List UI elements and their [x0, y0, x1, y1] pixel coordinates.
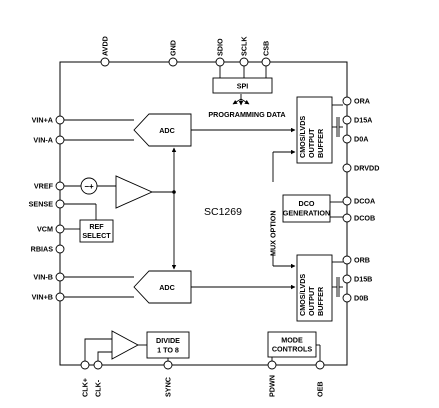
- pin-label-dcob: DCOB: [354, 214, 375, 223]
- pin-label-vref: VREF: [34, 182, 54, 191]
- pin-drvdd: [342, 163, 352, 173]
- chip-name: SC1269: [204, 206, 242, 218]
- ref-select-line2: SELECT: [82, 231, 111, 240]
- pin-label-dcoa: DCOA: [354, 197, 375, 206]
- pin-clk-plus: [80, 360, 90, 370]
- output-buffer-a-line3: BUFFER: [316, 128, 325, 158]
- ref-select-line1: REF: [89, 222, 104, 231]
- pin-label-clk-minus: CLK-: [94, 379, 103, 397]
- pin-label-d0b: D0B: [354, 294, 368, 303]
- pin-pdwn: [267, 360, 277, 370]
- pin-vin-minus-b: [55, 272, 65, 282]
- dco-line2: GENERATION: [283, 209, 330, 218]
- spi-label: SPI: [237, 82, 249, 91]
- pin-label-gnd: GND: [169, 40, 178, 56]
- pin-vin-plus-a: [55, 115, 65, 125]
- programming-data-label: PROGRAMMING DATA: [208, 110, 285, 119]
- mode-line1: MODE: [281, 336, 303, 345]
- bottom-pins: CLK+ CLK- SYNC PDWN OEB: [80, 360, 325, 397]
- pin-label-csb: CSB: [262, 41, 271, 56]
- pin-gnd: [168, 57, 178, 67]
- dco-line1: DCO: [299, 199, 315, 208]
- pin-label-sense: SENSE: [29, 200, 54, 209]
- pin-csb: [261, 57, 271, 67]
- pin-label-pdwn: PDWN: [268, 375, 277, 397]
- pin-label-vin-minus-b: VIN-B: [33, 273, 53, 282]
- ref-buffer-amplifier: [115, 175, 154, 209]
- divide-line2: 1 TO 8: [157, 346, 179, 355]
- pin-d15b: [342, 274, 352, 284]
- output-buffer-b: CMOS/LVDS OUTPUT BUFFER: [296, 254, 333, 322]
- pin-label-sync: SYNC: [164, 377, 173, 397]
- pin-avdd: [100, 57, 110, 67]
- pin-label-avdd: AVDD: [101, 36, 110, 56]
- pin-d0b: [342, 293, 352, 303]
- pin-vcm: [55, 224, 65, 234]
- divide-line1: DIVIDE: [156, 336, 180, 345]
- pin-label-sclk: SCLK: [240, 36, 249, 56]
- pin-clk-minus: [93, 360, 103, 370]
- pin-sdio: [215, 57, 225, 67]
- pin-oeb: [315, 360, 325, 370]
- pin-label-vin-plus-a: VIN+A: [32, 116, 53, 125]
- pin-label-d0a: D0A: [354, 135, 368, 144]
- chip-outline: [59, 61, 348, 366]
- pin-d15a: [342, 115, 352, 125]
- pin-label-vin-plus-b: VIN+B: [32, 293, 53, 302]
- pin-label-orb: ORB: [354, 256, 370, 265]
- clock-buffer-amplifier: [111, 330, 139, 360]
- pin-orb: [342, 255, 352, 265]
- output-buffer-a-box: [296, 96, 333, 164]
- pin-d0a: [342, 134, 352, 144]
- output-buffer-b-line3: BUFFER: [316, 286, 325, 316]
- pin-ora: [342, 96, 352, 106]
- pin-label-oeb: OEB: [316, 381, 325, 397]
- pin-label-vin-minus-a: VIN-A: [33, 136, 53, 145]
- left-pins: VIN+A VIN-A VREF SENSE VCM RBIAS VIN-B V…: [29, 115, 65, 302]
- adc-a-label: ADC: [159, 126, 175, 135]
- right-pins: ORA D15A D0A DRVDD DCOA DCOB ORB D15B D0…: [342, 96, 379, 303]
- mode-line2: CONTROLS: [272, 345, 313, 354]
- pin-label-ora: ORA: [354, 97, 370, 106]
- pin-label-vcm: VCM: [37, 225, 53, 234]
- dco-generation-block: [282, 194, 331, 223]
- pin-label-sdio: SDIO: [216, 38, 225, 56]
- pin-rbias: [55, 244, 65, 254]
- output-buffer-a-line2: OUTPUT: [307, 128, 316, 158]
- adc-b-label: ADC: [159, 283, 175, 292]
- pin-vin-minus-a: [55, 135, 65, 145]
- pin-label-d15b: D15B: [354, 275, 372, 284]
- pin-dcoa: [342, 196, 352, 206]
- pin-label-clk-plus: CLK+: [81, 378, 90, 397]
- divide-block: [146, 331, 190, 359]
- spi-block: [212, 77, 273, 94]
- pin-label-d15a: D15A: [354, 116, 372, 125]
- output-buffer-b-line1: CMOS/LVDS: [298, 274, 307, 316]
- pin-label-rbias: RBIAS: [31, 245, 54, 254]
- top-pins: AVDD GND SDIO SCLK CSB: [100, 36, 271, 67]
- ref-source-sign: −+: [84, 182, 94, 191]
- pin-sclk: [239, 57, 249, 67]
- pin-vref: [55, 181, 65, 191]
- output-buffer-a: CMOS/LVDS OUTPUT BUFFER: [296, 96, 333, 164]
- mode-controls-block: [267, 331, 317, 358]
- pin-dcob: [342, 213, 352, 223]
- pin-sync: [163, 360, 173, 370]
- mux-option-label: MUX OPTION: [269, 210, 278, 256]
- output-buffer-a-line1: CMOS/LVDS: [298, 116, 307, 158]
- output-buffer-b-line2: OUTPUT: [307, 286, 316, 316]
- output-buffer-b-box: [296, 254, 333, 322]
- pin-label-drvdd: DRVDD: [354, 164, 379, 173]
- ref-select-block: [79, 219, 114, 243]
- pin-sense: [55, 199, 65, 209]
- pin-vin-plus-b: [55, 292, 65, 302]
